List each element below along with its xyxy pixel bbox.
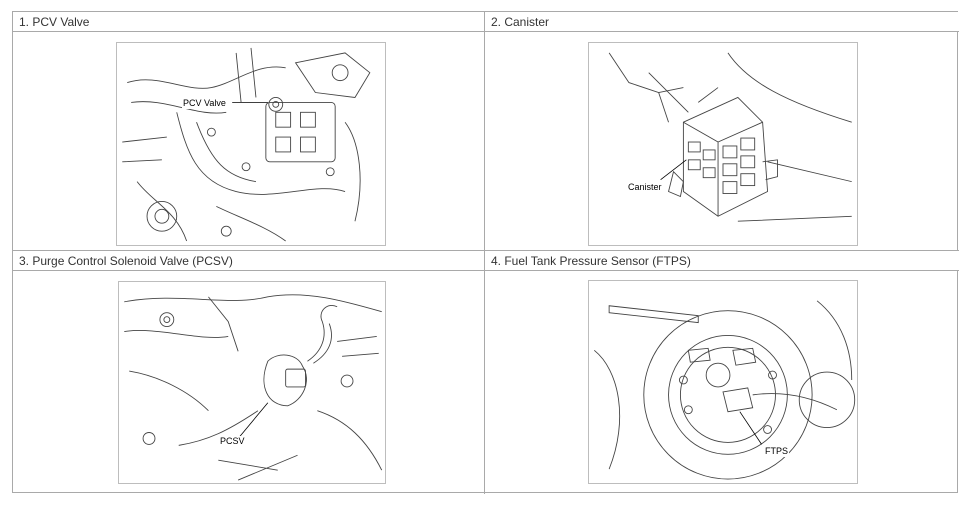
pcv-valve-illustration: PCV Valve	[116, 42, 386, 246]
cell-4-figure-area: FTPS	[485, 271, 959, 494]
canister-callout: Canister	[627, 182, 663, 193]
pcsv-callout: PCSV	[219, 436, 246, 447]
ftps-illustration: FTPS	[588, 280, 858, 484]
pcsv-illustration: PCSV	[118, 281, 386, 484]
cell-3-header: 3. Purge Control Solenoid Valve (PCSV)	[13, 251, 485, 271]
pcv-valve-callout: PCV Valve	[182, 98, 227, 109]
ftps-callout: FTPS	[764, 446, 790, 457]
cell-2-figure-area: Canister	[485, 32, 959, 251]
canister-drawing	[608, 52, 852, 222]
ftps-drawing	[593, 300, 856, 480]
canister-illustration: Canister	[588, 42, 858, 246]
cell-3-figure-area: PCSV	[13, 271, 485, 494]
component-table: 1. PCV Valve 2. Canister	[12, 11, 959, 494]
cell-1-figure-area: PCV Valve	[13, 32, 485, 251]
cell-2-header: 2. Canister	[485, 12, 959, 32]
pcsv-drawing	[124, 294, 383, 481]
cell-4-header: 4. Fuel Tank Pressure Sensor (FTPS)	[485, 251, 959, 271]
pcv-valve-drawing	[122, 47, 371, 242]
cell-1-header: 1. PCV Valve	[13, 12, 485, 32]
